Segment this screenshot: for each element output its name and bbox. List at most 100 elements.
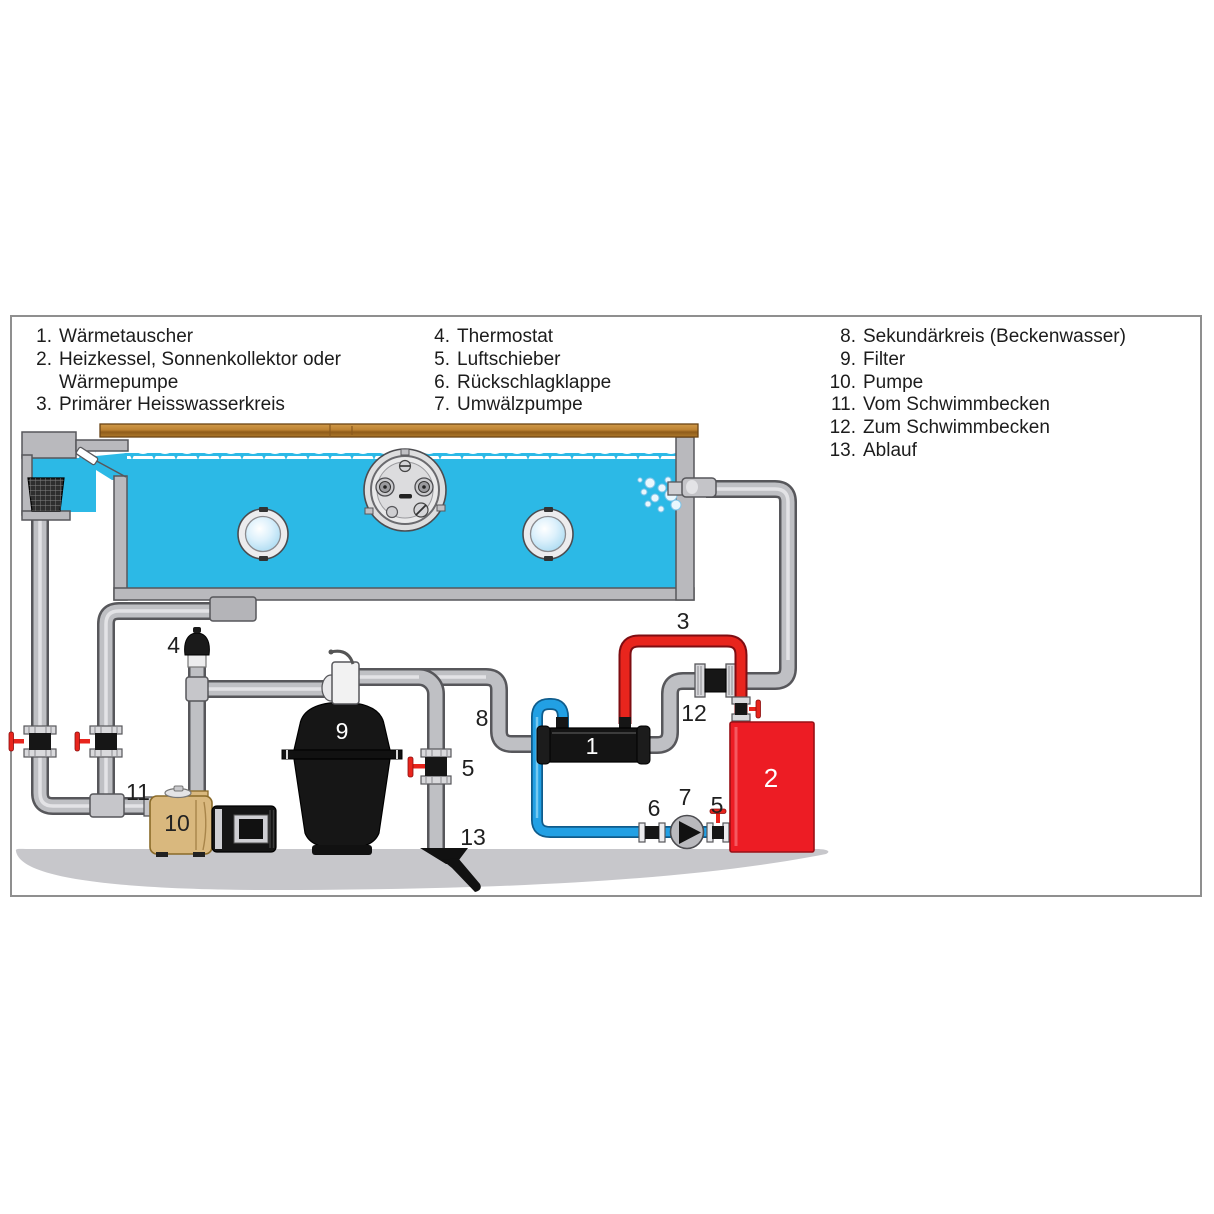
legend-number: 11. <box>830 394 856 416</box>
legend-item-10: 10. Pumpe <box>824 372 1126 395</box>
label-boiler: 2 <box>764 763 778 793</box>
valve-drain-line <box>74 725 123 758</box>
label-from-pool: 11 <box>126 779 150 805</box>
label-air-valve-boiler: 5 <box>711 792 724 818</box>
legend-number: 7. <box>434 394 450 416</box>
pipe-primary-red-3 <box>618 634 761 724</box>
legend-item-1: 1. Wärmetauscher <box>28 326 341 349</box>
legend-item-4: 4. Thermostat <box>428 326 611 349</box>
skimmer <box>21 431 129 521</box>
multiport-valve <box>321 649 360 705</box>
legend-item-13: 13. Ablauf <box>824 440 1126 463</box>
label-heat-exchanger: 1 <box>586 733 599 759</box>
legend-text: Filter <box>863 348 906 370</box>
legend-text: Wärmetauscher <box>59 326 194 347</box>
skimmer-basket <box>27 477 65 512</box>
legend-text: Heizkessel, Sonnenkollektor oder <box>59 348 341 370</box>
porthole-light <box>522 507 574 561</box>
legend-item-3: 3. Primärer Heisswasserkreis <box>28 394 341 417</box>
legend-column-3: 8. Sekundärkreis (Beckenwasser) 9. Filte… <box>824 326 1126 463</box>
label-drain: 13 <box>460 824 486 850</box>
thermostat <box>184 627 210 668</box>
legend-text: Pumpe <box>863 371 924 393</box>
legend-number: 13. <box>829 439 856 461</box>
main-drain-fitting <box>209 596 257 622</box>
label-secondary-circuit: 8 <box>476 705 489 731</box>
label-to-pool: 12 <box>681 700 707 726</box>
legend-number: 2. <box>36 348 52 370</box>
legend-item-2: 2. Heizkessel, Sonnenkollektor oder <box>28 349 341 372</box>
legend-text: Umwälzpumpe <box>457 394 583 416</box>
legend-item-8: 8. Sekundärkreis (Beckenwasser) <box>824 326 1126 349</box>
pump-motor <box>211 805 277 853</box>
pool-wall-bottom <box>113 587 695 601</box>
legend-number: 9. <box>840 348 856 370</box>
legend-text: Ablauf <box>863 439 917 461</box>
pool-pump <box>143 785 277 857</box>
diagram-labels: 1 2 3 4 5 5 6 7 8 9 10 11 12 13 <box>126 608 778 850</box>
legend-item-11: 11. Vom Schwimmbecken <box>824 394 1126 417</box>
pipe-primary-blue <box>531 698 732 850</box>
filter <box>281 649 403 855</box>
label-thermostat: 4 <box>167 632 180 658</box>
legend-text: Sekundärkreis (Beckenwasser) <box>863 326 1126 347</box>
ground-shadow <box>15 848 829 891</box>
pipe-return-12 <box>642 480 797 754</box>
union-coupling <box>694 663 737 698</box>
heat-exchanger <box>536 717 651 765</box>
circulation-pump-7 <box>669 814 705 850</box>
air-valve-waste-5 <box>407 748 452 785</box>
pipe-main-drain <box>89 602 214 818</box>
legend-text: Primärer Heisswasserkreis <box>59 394 285 416</box>
pipe-runs-gray <box>31 480 797 852</box>
valve-handle-knob <box>328 649 334 655</box>
tee-fitting <box>89 793 125 818</box>
skimmer-weir-flap <box>75 446 99 466</box>
legend-text: Thermostat <box>457 326 554 347</box>
legend-number: 6. <box>434 371 450 393</box>
floor-drain <box>420 848 481 892</box>
legend-number: 3. <box>36 394 52 416</box>
legend-text: Vom Schwimmbecken <box>863 394 1050 416</box>
legend-column-2: 4. Thermostat 5. Luftschieber 6. Rücksch… <box>428 326 611 417</box>
jet-fixture <box>363 448 447 532</box>
boiler <box>729 721 815 853</box>
label-air-valve-waste: 5 <box>462 755 475 781</box>
porthole-light <box>237 507 289 561</box>
tee-fitting <box>185 676 209 702</box>
air-valve-blue-5 <box>706 808 730 843</box>
label-pump: 10 <box>164 810 190 836</box>
label-check-valve: 6 <box>648 795 661 821</box>
legend-number: 10. <box>829 371 856 393</box>
legend-text: Wärmepumpe <box>59 371 179 393</box>
legend-item-12: 12. Zum Schwimmbecken <box>824 417 1126 440</box>
pool-wall-right <box>675 436 695 601</box>
legend-item-9: 9. Filter <box>824 349 1126 372</box>
label-primary-circuit: 3 <box>677 608 690 634</box>
pool-inlet-fitting <box>667 477 717 498</box>
legend-column-1: 1. Wärmetauscher 2. Heizkessel, Sonnenko… <box>28 326 341 417</box>
legend-text: Luftschieber <box>457 348 561 370</box>
legend-item-5: 5. Luftschieber <box>428 349 611 372</box>
legend-text: Zum Schwimmbecken <box>863 417 1050 439</box>
legend-number <box>28 372 59 395</box>
pool <box>21 423 717 622</box>
legend-text: Rückschlagklappe <box>457 371 612 393</box>
legend-number: 12. <box>829 417 856 439</box>
label-filter: 9 <box>336 718 349 744</box>
pipe-from-skimmer <box>31 517 150 815</box>
pipe-pump-to-filter <box>185 667 332 797</box>
deck-board <box>99 423 699 438</box>
legend-item-7: 7. Umwälzpumpe <box>428 394 611 417</box>
legend-item-6: 6. Rückschlagklappe <box>428 372 611 395</box>
pool-wall-left <box>113 475 128 601</box>
legend-number: 5. <box>434 348 450 370</box>
legend-item-2-cont: Wärmepumpe <box>28 372 341 395</box>
legend-number: 4. <box>434 326 450 347</box>
legend-number: 1. <box>36 326 52 347</box>
pipe-waste <box>418 668 445 852</box>
boiler-red-valve <box>731 696 761 722</box>
check-valve-6 <box>638 822 666 843</box>
